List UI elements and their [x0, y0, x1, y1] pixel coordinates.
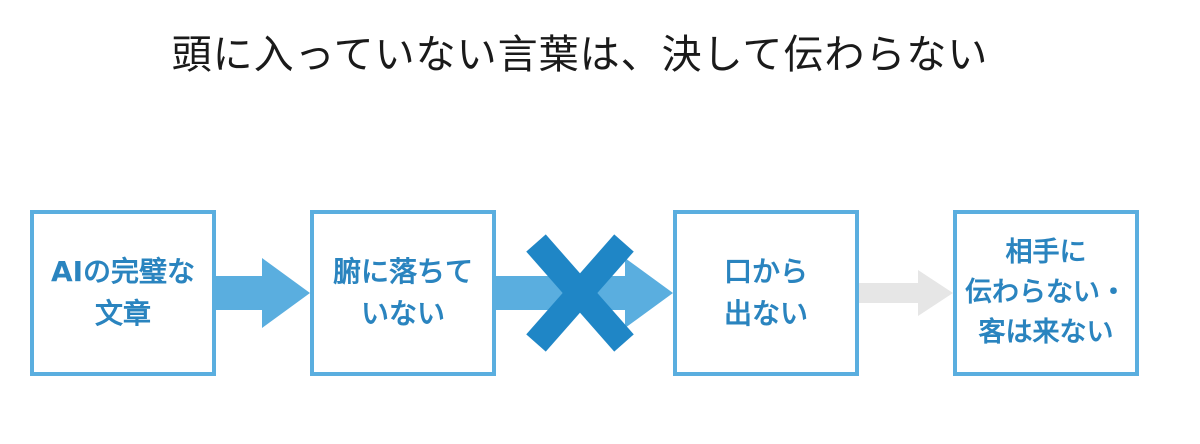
- step-label: 腑に落ちて いない: [332, 255, 473, 330]
- arrow-right-icon: [859, 270, 953, 316]
- step-label: 相手に 伝わらない・ 客は来ない: [965, 237, 1127, 348]
- step-box-not-spoken: 口から 出ない: [673, 210, 859, 376]
- step-label: 口から 出ない: [723, 255, 808, 330]
- cross-icon: [526, 234, 634, 352]
- arrow-right-icon: [216, 258, 310, 328]
- diagram-title: 頭に入っていない言葉は、決して伝わらない: [171, 32, 989, 78]
- step-box-ai-text: AIの完璧な 文章: [30, 210, 216, 376]
- step-box-not-conveyed: 相手に 伝わらない・ 客は来ない: [953, 210, 1139, 376]
- step-label: AIの完璧な 文章: [50, 255, 196, 330]
- step-box-not-understood: 腑に落ちて いない: [310, 210, 496, 376]
